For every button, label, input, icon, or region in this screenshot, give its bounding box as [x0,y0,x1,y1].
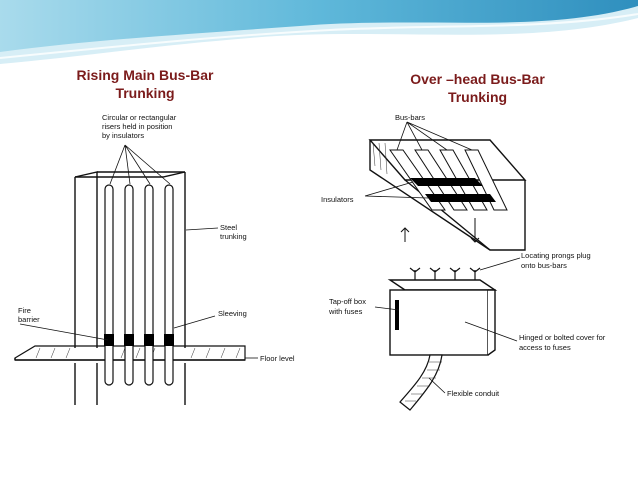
floor-hatching [35,347,241,359]
floor-level-label: Floor level [260,354,295,363]
prongs-label-line1: Locating prongs plug [521,251,591,260]
right-leader-lines [364,121,521,394]
overhead-diagram: Bus-bars Insulators Locating prongs plug… [321,113,606,411]
rising-main-diagram: Circular or rectangular risers held in p… [14,113,295,405]
tapoff-box-top [387,279,498,291]
left-title-line1: Rising Main Bus-Bar [76,67,214,83]
insulators-label: Insulators [321,195,354,204]
tapoff-box-side [487,289,496,356]
steel-trunking-label-line1: Steel [220,223,237,232]
sleeving-label: Sleeving [218,309,247,318]
overhead-hatch [372,142,388,175]
left-diagram-title: Rising Main Bus-Bar Trunking [40,66,250,102]
right-diagram-title: Over –head Bus-Bar Trunking [370,70,585,106]
leader-lines [19,144,258,359]
risers [104,184,174,386]
risers-label-line3: by insulators [102,131,144,140]
fire-barrier-label-line2: barrier [18,315,40,324]
sleeving-blocks [104,334,174,346]
conduit-label: Flexible conduit [447,389,500,398]
header-wave [0,0,638,64]
busbars-label: Bus-bars [395,113,425,122]
risers-label-line2: risers held in position [102,122,172,131]
cover-label-line2: access to fuses [519,343,571,352]
locating-prongs [409,267,481,280]
riser-2 [124,184,134,386]
trunking-back-edge [75,171,186,178]
wave-line [0,13,638,59]
cover-label-line1: Hinged or bolted cover for [519,333,606,342]
trunking-front-left [74,171,98,348]
riser-1 [104,184,114,386]
riser-3 [144,184,154,386]
arrow-down [470,218,480,243]
tapoff-hinge [395,300,399,330]
wave-front [0,0,638,52]
risers-label-line1: Circular or rectangular [102,113,177,122]
tapoff-label-line1: Tap-off box [329,297,366,306]
insulators [410,178,496,202]
right-title-line2: Trunking [447,89,508,105]
riser-4 [164,184,174,386]
right-title-line1: Over –head Bus-Bar [410,71,545,87]
tapoff-box-front [389,289,489,356]
tapoff-label-line2: with fuses [328,307,363,316]
left-title-line2: Trunking [115,85,175,101]
trunking-below-floor [74,363,186,405]
fire-barrier-label-line1: Fire [18,306,31,315]
prongs-label-line2: onto bus-bars [521,261,567,270]
flexible-conduit [399,354,443,411]
arrow-up [400,227,410,242]
steel-trunking-label-line2: trunking [220,232,247,241]
